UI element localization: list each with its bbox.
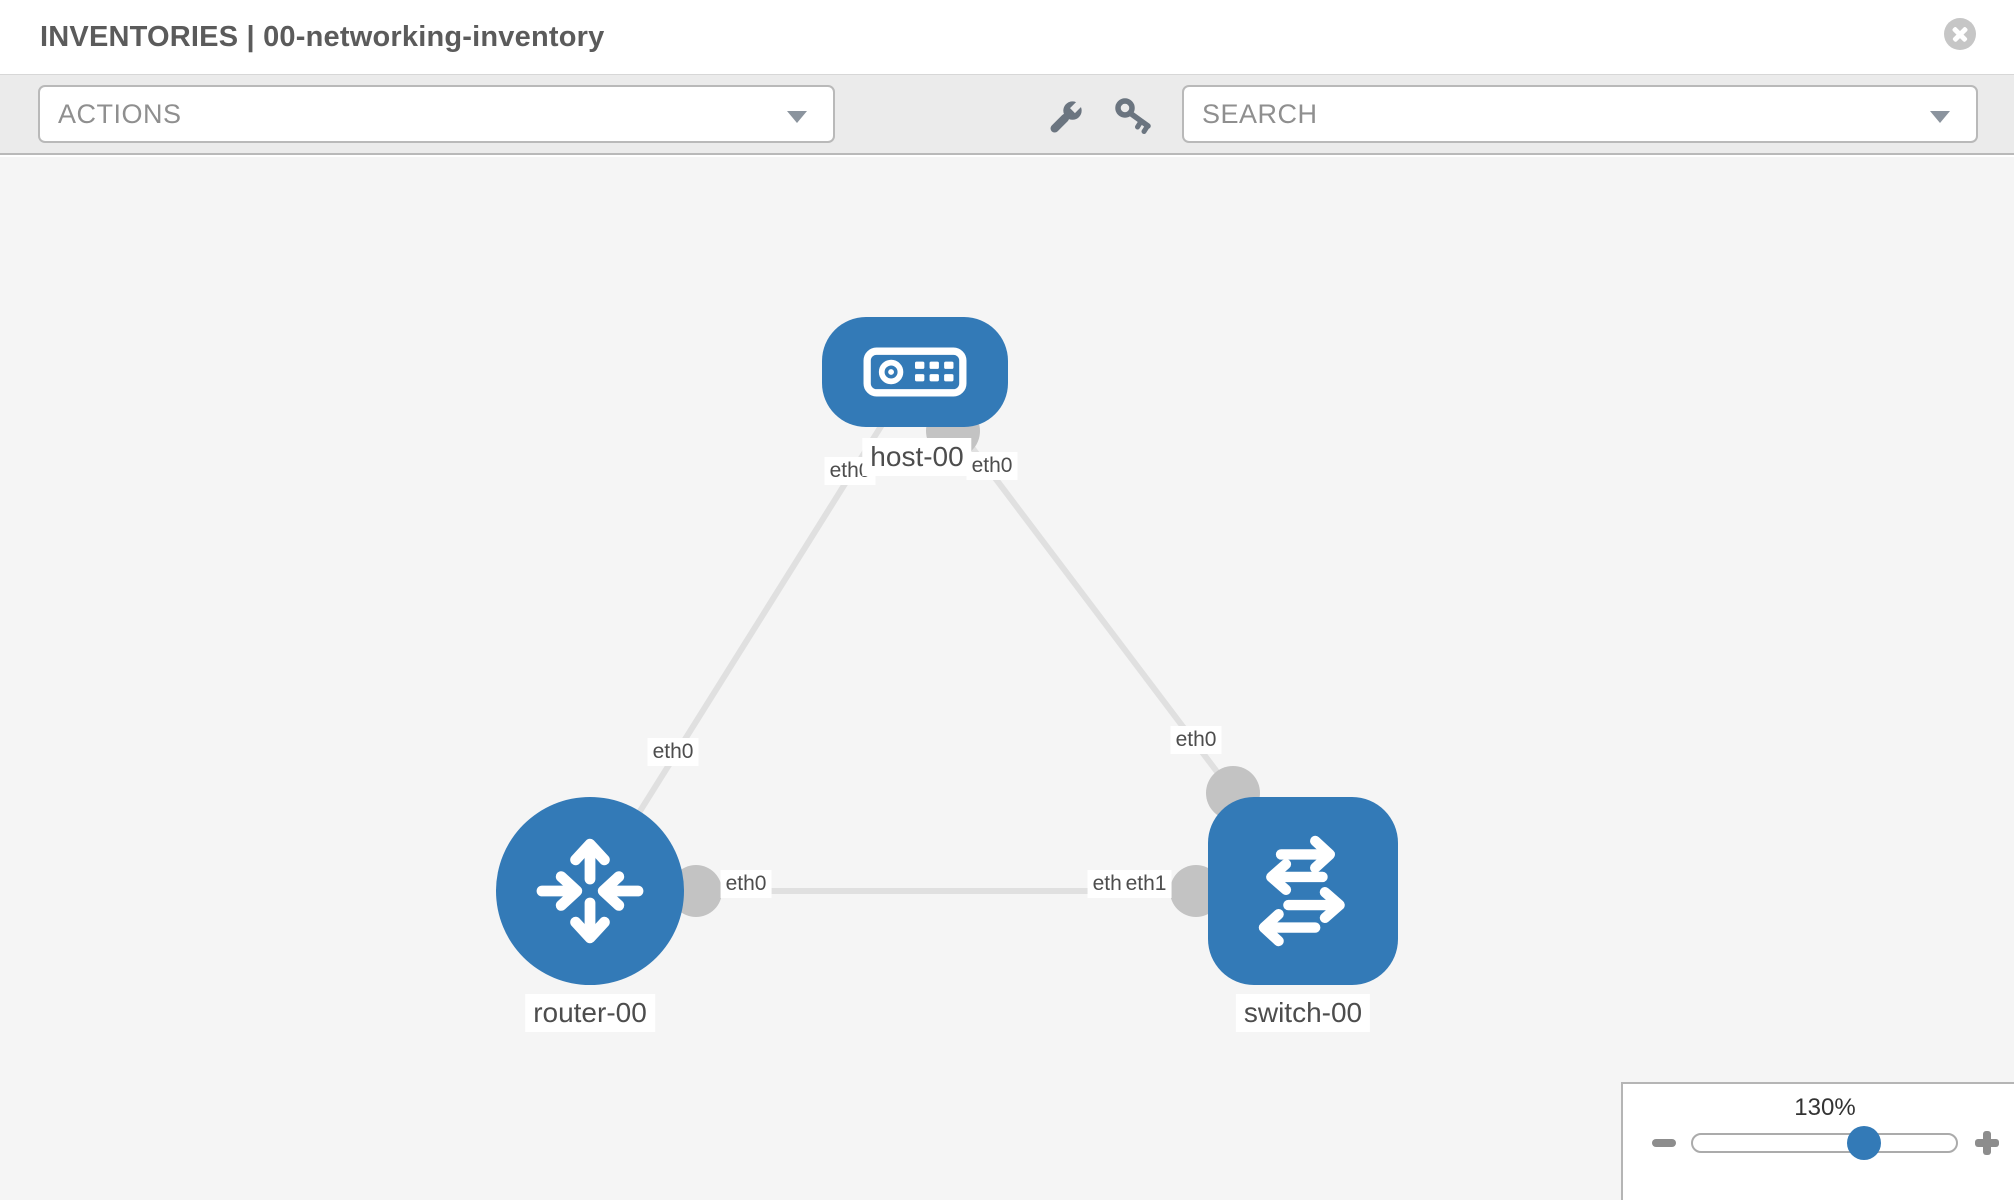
links-layer [587,370,1303,894]
zoom-control-panel: 130% [1621,1082,2014,1200]
header: INVENTORIES | 00-networking-inventory [0,0,2014,75]
node-label-router-00: router-00 [525,994,655,1032]
if-label-host-right: eth0 [966,452,1018,480]
actions-dropdown-label: ACTIONS [58,98,182,129]
chevron-down-icon [1930,111,1950,123]
zoom-level-value: 130% [1794,1094,1856,1121]
node-label-switch-00: switch-00 [1235,994,1371,1032]
topology-canvas[interactable]: eth0 host-00 eth0 eth0 eth0 eth0 eth0 et… [0,157,2014,1200]
zoom-slider-track[interactable] [1691,1133,1958,1153]
if-label-switch-top: eth0 [1170,726,1222,754]
if-label-switch-eth1: eth1 [1120,870,1172,898]
node-switch-00[interactable] [1208,797,1398,985]
search-dropdown-label: SEARCH [1202,98,1318,129]
key-icon[interactable] [1112,96,1156,140]
plus-vertical-bar [1983,1131,1991,1155]
zoom-out-minus-icon[interactable] [1652,1139,1676,1147]
if-label-router-link: eth0 [647,738,699,766]
zoom-slider-thumb[interactable] [1847,1126,1881,1160]
switch-arrows-icon [1258,835,1345,947]
wrench-icon[interactable] [1044,96,1088,140]
search-dropdown[interactable]: SEARCH [1182,85,1978,143]
router-arrows-icon [536,838,644,944]
zoom-in-plus-icon[interactable] [1971,1127,2003,1159]
close-icon[interactable] [1944,18,1976,50]
chevron-down-icon [787,111,807,123]
node-host-00[interactable] [822,317,1008,427]
if-label-router-eth0: eth0 [720,870,772,898]
node-label-host-00: host-00 [862,438,972,476]
page-title: INVENTORIES | 00-networking-inventory [40,21,605,53]
actions-dropdown[interactable]: ACTIONS [38,85,835,143]
server-icon [863,347,967,397]
node-router-00[interactable] [496,797,684,985]
toolbar: ACTIONS SEARCH [0,75,2014,155]
